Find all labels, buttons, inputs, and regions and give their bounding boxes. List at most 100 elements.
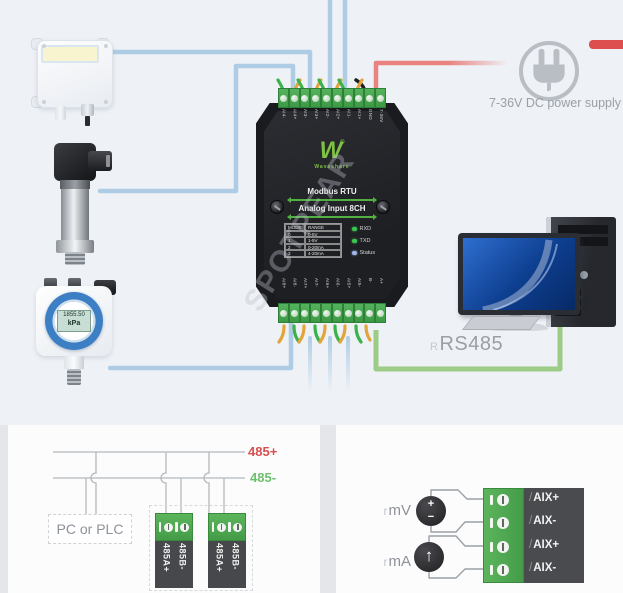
knob <box>44 278 57 287</box>
terminal-label: 485B- <box>230 543 241 571</box>
mounting-screw <box>270 200 284 214</box>
module-outline <box>149 505 253 591</box>
aix-terminal-pins <box>483 488 524 583</box>
knob <box>68 278 81 287</box>
terminal-cell <box>331 88 343 108</box>
terminal-label: AI6- <box>335 278 341 288</box>
brand-name: Waveshare <box>314 164 350 170</box>
power-plug-icon <box>519 41 579 101</box>
status-led-dot <box>352 250 357 256</box>
led-label: RXD <box>359 226 372 232</box>
threaded-tip <box>67 369 81 385</box>
table-cell: 2 <box>285 243 305 250</box>
rs485-terminal-block-2: 485A+ 485B- <box>208 513 246 588</box>
table-cell: 3 <box>285 250 305 257</box>
table-header: MODE <box>285 224 305 231</box>
signal-wires <box>428 489 483 579</box>
terminal-cell <box>353 88 365 108</box>
terminal-cell <box>342 303 354 323</box>
terminal-cell <box>364 88 376 108</box>
device-subtitle: Analog Input 8CH <box>298 204 366 213</box>
keyboard <box>462 316 541 330</box>
terminal-cell <box>342 88 354 108</box>
power-button <box>580 271 588 279</box>
monitor <box>458 233 580 315</box>
transducer-neck <box>60 180 90 189</box>
watermark-prefix: / <box>529 492 533 504</box>
terminal-cell <box>299 303 311 323</box>
sensor-label-strip <box>41 45 99 63</box>
watermark-prefix: r <box>383 504 388 518</box>
rs485-label: RRS485 <box>430 333 504 355</box>
terminal-cell <box>278 303 289 323</box>
watermark-prefix: / <box>529 515 533 527</box>
mv-source-icon: + − <box>416 496 446 526</box>
rs485-terminal-block-1: 485A+ 485B- <box>155 513 193 588</box>
top-terminal-strip <box>278 88 386 108</box>
led-label: TXD <box>359 238 371 244</box>
pin-label: AIX+ <box>533 539 560 551</box>
transducer-body <box>61 189 89 241</box>
terminal-label-band: 485A+ 485B- <box>208 541 246 588</box>
txd-led-dot <box>352 238 357 244</box>
led-label: Status <box>359 250 376 256</box>
rs485-watermark-prefix: R <box>430 341 439 353</box>
sensor-probe <box>55 106 66 120</box>
bus-485-plus-label: 485+ <box>248 444 278 459</box>
rxd-led-dot <box>352 226 357 232</box>
status-leds: RXD TXD Status <box>352 226 375 262</box>
table-cell: 0-5V <box>305 230 341 237</box>
watermark-prefix: / <box>529 562 533 574</box>
wire-rs485-green <box>373 326 563 372</box>
mv-source-label: rmV <box>383 502 412 519</box>
pin-label: AIX+ <box>533 492 560 504</box>
terminal-cell <box>331 303 343 323</box>
terminal-cell <box>353 303 365 323</box>
terminal-label: B- <box>368 278 374 284</box>
green-arrow-line <box>287 214 377 219</box>
system-diagram-section: 1855.50 kPa AI4- AI4+ AI3- AI3+ AI2 <box>0 0 623 425</box>
terminal-label-band: 485A+ 485B- <box>155 541 193 588</box>
plus-sign: + <box>427 498 435 510</box>
led-txd: TXD <box>352 238 375 244</box>
registered-mark: ® <box>340 140 345 146</box>
hex-nut <box>56 240 94 253</box>
terminal-label: AI3+ <box>314 109 320 120</box>
bottom-terminal-strip <box>278 303 386 323</box>
watermark-prefix: / <box>529 539 533 551</box>
table-header: RANGE <box>305 224 341 231</box>
terminal-cell <box>288 88 300 108</box>
ma-source-icon: ↑ <box>414 542 444 572</box>
modbus-rtu-analog-input-module: AI4- AI4+ AI3- AI3+ AI2- AI2+ AI1- AI1+ … <box>252 84 412 356</box>
aix-terminal-labels: /AIX+ /AIX- /AIX+ /AIX- <box>524 488 584 583</box>
terminal-pins <box>155 513 193 541</box>
terminal-cell <box>310 303 322 323</box>
terminal-cell <box>299 88 311 108</box>
terminal-label: AI2+ <box>335 109 341 120</box>
minus-sign: − <box>427 511 435 523</box>
waveshare-logo: W® Waveshare <box>252 137 412 171</box>
lcd-display: 1855.50 kPa <box>57 310 91 332</box>
wire-sensor3 <box>107 317 294 371</box>
pressure-transducer <box>52 143 118 265</box>
table-cell: 4-20mA <box>305 250 341 257</box>
bus-wires <box>53 451 245 514</box>
lcd-pressure-transmitter: 1855.50 kPa <box>28 276 124 394</box>
table-cell: 1 <box>285 237 305 244</box>
logo-mark: W <box>319 137 342 164</box>
wire-sensor2 <box>97 63 296 194</box>
lcd-value: 1855.50 <box>63 312 85 318</box>
terminal-label: AI5- <box>357 278 363 288</box>
mounting-screw <box>376 200 390 214</box>
pin-label: AIX- <box>533 515 557 527</box>
terminal-label: AI8+ <box>281 278 287 289</box>
terminal-label: AI2- <box>324 109 330 119</box>
terminal-label: AI4+ <box>292 109 298 120</box>
table-cell: 1-5V <box>305 237 341 244</box>
terminal-label: AI3- <box>303 109 309 119</box>
table-cell: 0-20mA <box>305 243 341 250</box>
terminal-label: AI1+ <box>357 109 363 120</box>
desktop-computer <box>452 213 623 335</box>
rs485-wiring-panel: 485+ 485- PC or PLC 485A+ 485B- 485A+ 48… <box>8 425 320 593</box>
ma-source-label: rmA <box>383 553 412 570</box>
